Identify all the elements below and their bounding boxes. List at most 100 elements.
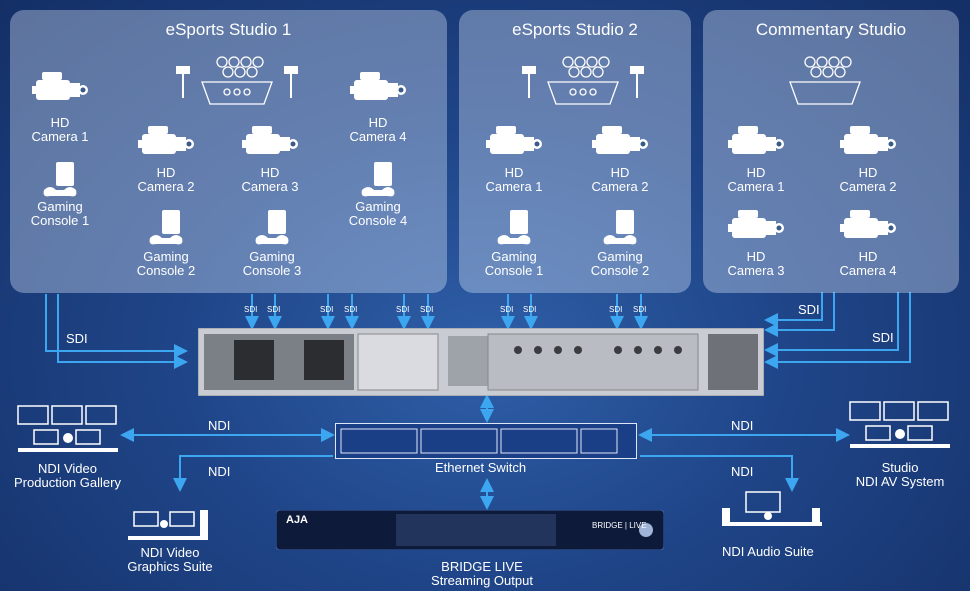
sdi-link-label: SDI: [420, 305, 434, 314]
sdi-link-label: SDI: [267, 305, 281, 314]
ndi-link-label: NDI: [208, 418, 231, 433]
label-line: Camera 4: [839, 263, 897, 278]
sdi-link-label: SDI: [798, 302, 820, 317]
gaming-console-icon: [146, 208, 186, 253]
label-line: Graphics Suite: [127, 559, 213, 574]
camera-icon: [240, 122, 300, 167]
label-line: Camera 1: [727, 179, 785, 194]
label-line: HD: [50, 115, 70, 130]
label-line: HD: [746, 165, 766, 180]
label-line: Studio: [881, 460, 919, 475]
sdi-link-label: SDI: [609, 305, 623, 314]
label-line: HD: [504, 165, 524, 180]
gaming-console-icon: [40, 160, 80, 205]
label-line: NDI Video: [37, 461, 97, 476]
label-line: NDI AV System: [855, 474, 945, 489]
gaming-console-icon: [494, 208, 534, 253]
sdi-link-label: SDI: [872, 330, 894, 345]
label-line: HD: [858, 165, 878, 180]
label-line: HD: [260, 165, 280, 180]
label-line: HD: [156, 165, 176, 180]
label-line: HD: [368, 115, 388, 130]
sdi-link-label: SDI: [66, 331, 88, 346]
bridge-live-label: BRIDGE LIVE Streaming Output: [420, 560, 544, 588]
sdi-link-label: SDI: [523, 305, 537, 314]
camera-icon: [30, 68, 90, 113]
workstation-icon: [722, 491, 822, 526]
label-line: Camera 4: [349, 129, 407, 144]
workstation-icon: [128, 510, 208, 540]
ndi-link-label: NDI: [731, 464, 754, 479]
camera-icon: [484, 122, 544, 167]
panel-title: eSports Studio 2: [512, 20, 638, 39]
panel-title: eSports Studio 1: [165, 20, 292, 39]
camera-icon: [590, 122, 650, 167]
label-line: Camera 3: [727, 263, 785, 278]
label-line: Console 4: [348, 213, 408, 228]
label-line: BRIDGE LIVE: [441, 559, 523, 574]
sdi-link-label: SDI: [344, 305, 358, 314]
production-gallery-label: NDI Video Production Gallery: [10, 462, 125, 490]
sdi-link-label: SDI: [396, 305, 410, 314]
label-line: Camera 2: [137, 179, 195, 194]
camera-icon: [136, 122, 196, 167]
label-line: Console 2: [136, 263, 196, 278]
esports-studio-1-panel: eSports Studio 1: [10, 10, 447, 293]
studio-stage-icon: [522, 56, 644, 105]
label-line: NDI Video: [140, 545, 200, 560]
graphics-suite-label: NDI Video Graphics Suite: [120, 546, 220, 574]
sdi-link-label: SDI: [244, 305, 258, 314]
bridge-brand: AJA: [286, 514, 309, 526]
gaming-console-icon: [358, 160, 398, 205]
server-rack-icon: [198, 328, 764, 396]
studio-stage-icon: [176, 56, 298, 105]
sdi-link-label: SDI: [633, 305, 647, 314]
label-line: Camera 3: [241, 179, 299, 194]
label-line: HD: [610, 165, 630, 180]
camera-icon: [726, 122, 786, 167]
label-line: HD: [858, 249, 878, 264]
camera-icon: [348, 68, 408, 113]
label-line: Camera 1: [31, 129, 89, 144]
label-line: Console 1: [484, 263, 544, 278]
label-line: Camera 2: [839, 179, 897, 194]
ndi-link-label: NDI: [208, 464, 231, 479]
bridge-badge: BRIDGE | LIVE: [592, 521, 647, 530]
sdi-link-label: SDI: [320, 305, 334, 314]
streaming-appliance-icon: [276, 510, 664, 550]
gaming-console-icon: [252, 208, 292, 253]
label-line: Streaming Output: [431, 573, 533, 588]
studio-stage-icon: [789, 56, 861, 105]
label-line: Console 1: [30, 213, 90, 228]
ethernet-switch-label: Ethernet Switch: [435, 460, 527, 475]
camera-icon: [838, 122, 898, 167]
gaming-console-icon: [600, 208, 640, 253]
workstation-icon: [849, 401, 950, 448]
label-line: Camera 2: [591, 179, 649, 194]
audio-suite-label: NDI Audio Suite: [722, 544, 814, 559]
panel-title: Commentary Studio: [755, 20, 907, 39]
label-line: Gaming: [249, 249, 295, 264]
label-line: Gaming: [37, 199, 83, 214]
label-line: HD: [746, 249, 766, 264]
label-line: Camera 1: [485, 179, 543, 194]
label-line: Gaming: [597, 249, 643, 264]
ethernet-switch-icon: [335, 423, 637, 459]
label-line: Console 2: [590, 263, 650, 278]
label-line: Gaming: [143, 249, 189, 264]
